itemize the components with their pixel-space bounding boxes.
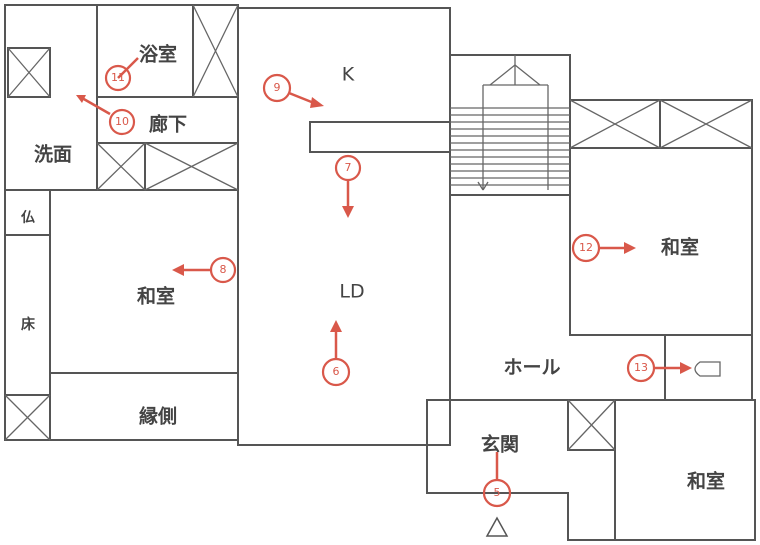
photo-marker-9: 9 (262, 73, 324, 108)
toilet-icon (694, 361, 721, 377)
svg-text:8: 8 (220, 263, 227, 276)
photo-marker-11: 11 (104, 57, 139, 92)
svg-text:13: 13 (634, 361, 648, 374)
label-bath: 浴室 (139, 43, 177, 66)
photo-markers: 11 10 9 7 8 6 12 13 5 (76, 57, 692, 508)
label-washroom: 洗面 (34, 143, 72, 166)
stair-line (482, 181, 489, 191)
entrance-triangle-icon (485, 516, 509, 537)
label-alcove: 床 (21, 316, 36, 333)
storage-crosses (4, 4, 753, 451)
stair-line (489, 64, 516, 86)
svg-text:11: 11 (111, 71, 125, 84)
label-hall: ホール (503, 357, 560, 379)
room-labels: 浴室 廊下 洗面 K 仏 床 和室 縁側 LD 和室 ホール 玄関 和室 (21, 43, 725, 493)
label-veranda: 縁側 (139, 405, 177, 428)
svg-text:9: 9 (274, 81, 281, 94)
photo-marker-6: 6 (321, 320, 351, 387)
label-japanese-room-right: 和室 (661, 236, 699, 259)
label-corridor: 廊下 (149, 113, 187, 136)
photo-marker-5: 5 (482, 452, 512, 508)
svg-text:6: 6 (333, 365, 340, 378)
svg-text:12: 12 (579, 241, 593, 254)
photo-marker-12: 12 (571, 233, 636, 263)
svg-text:7: 7 (345, 161, 352, 174)
stair-line (477, 181, 484, 191)
label-japanese-room-bottom: 和室 (687, 470, 725, 493)
staircase (450, 55, 570, 191)
label-japanese-room-left: 和室 (137, 285, 175, 308)
photo-marker-13: 13 (626, 353, 692, 383)
svg-text:5: 5 (494, 486, 501, 499)
label-altar: 仏 (21, 210, 35, 226)
photo-marker-8: 8 (172, 256, 237, 284)
walls (4, 4, 756, 541)
svg-text:10: 10 (115, 115, 129, 128)
photo-marker-10: 10 (76, 95, 136, 136)
photo-marker-7: 7 (334, 154, 362, 218)
label-entrance: 玄関 (481, 433, 519, 456)
label-living-dining: LD (339, 281, 364, 303)
label-kitchen: K (342, 64, 355, 86)
stair-line (514, 64, 541, 86)
